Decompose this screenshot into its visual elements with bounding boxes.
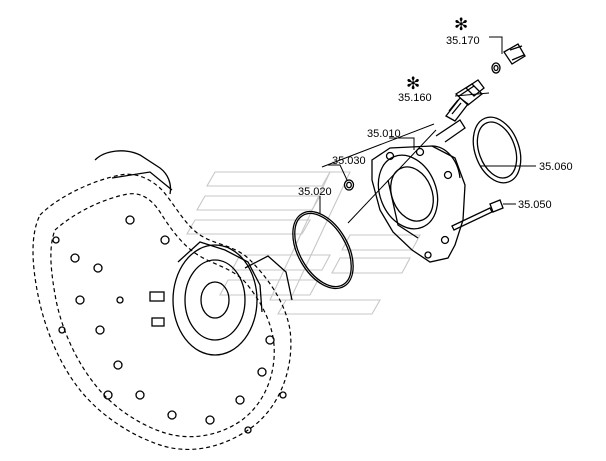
cover-housing [371,119,466,263]
sensor [445,79,485,122]
leader-lines [319,36,536,224]
callout-35060: 35.060 [539,161,573,173]
callout-35030: 35.030 [332,155,366,167]
callout-35010: 35.010 [367,128,401,140]
bolt [451,199,504,231]
o-ring-small [343,179,355,191]
o-ring-large [292,210,354,290]
callout-35020: 35.020 [298,186,332,198]
callout-labels: ✻ 35.170 ✻ 35.160 35.010 35.030 35.020 3… [298,15,573,211]
star-marker-35170: ✻ [454,15,468,35]
shaft-seal [472,116,522,184]
callout-35160: 35.160 [398,92,432,104]
transmission-housing [32,150,293,451]
callout-35050: 35.050 [518,199,552,211]
star-marker-35160: ✻ [406,74,420,94]
plug [491,43,526,74]
callout-35170: 35.170 [446,35,480,47]
